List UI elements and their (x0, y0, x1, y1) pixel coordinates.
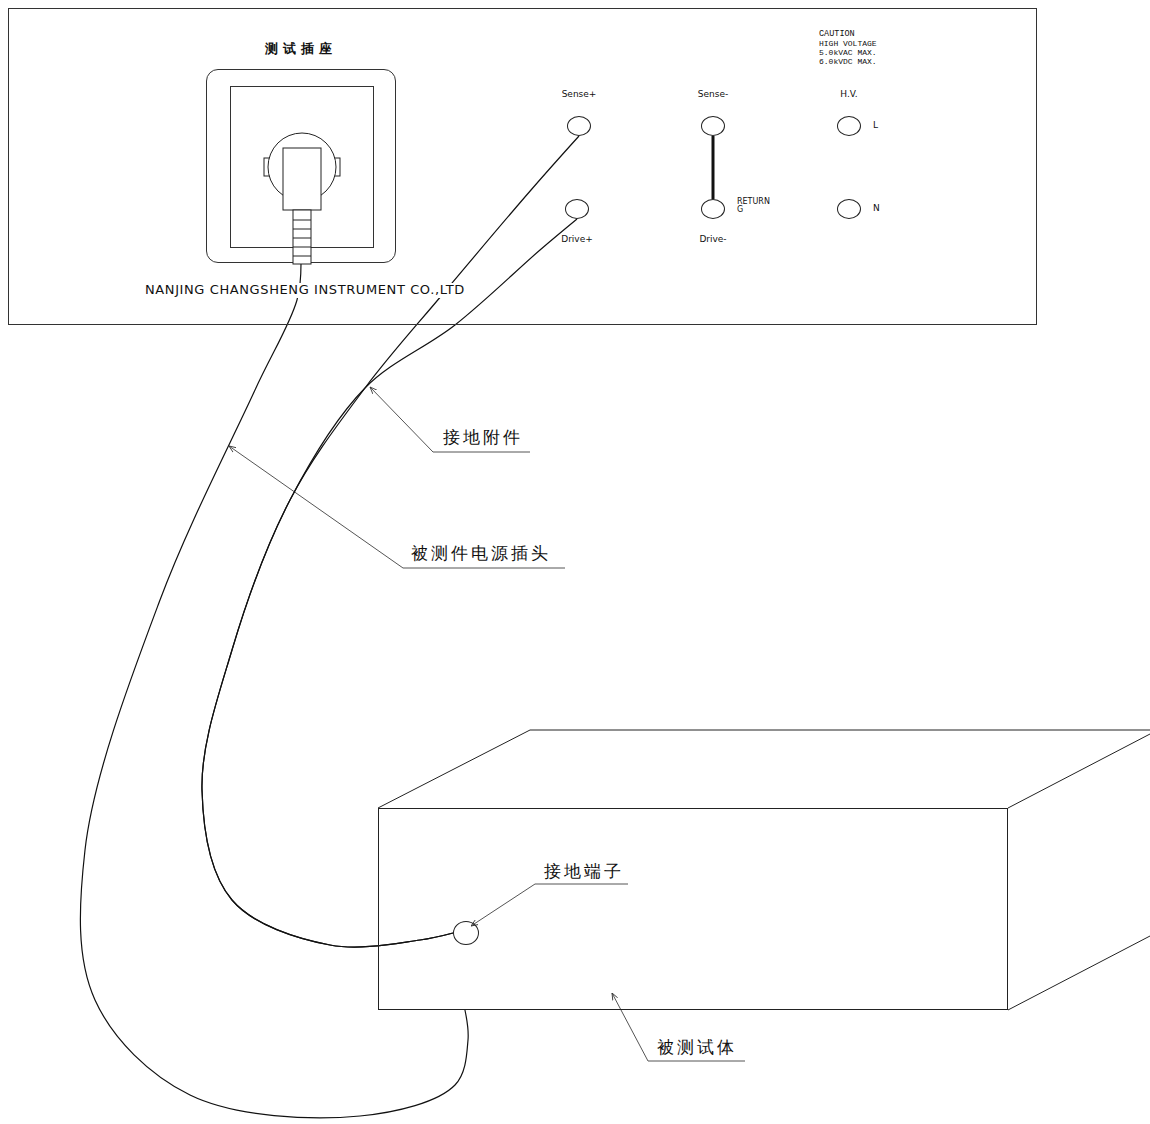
terminal-jack: Sense- (701, 116, 725, 136)
leader-line (612, 993, 745, 1061)
terminal-jack: Sense+ (567, 116, 591, 136)
part-name: 被测试体 (656, 1038, 738, 1058)
terminal-name: Drive- (698, 234, 727, 244)
part-name: 接地端子 (543, 862, 625, 882)
cable (202, 219, 577, 947)
cable (80, 263, 468, 1118)
terminal-name: Drive+ (560, 234, 594, 244)
cable (202, 136, 579, 947)
test-socket: 测试插座 (206, 69, 396, 263)
warning-text: CAUTION (818, 30, 856, 39)
terminal-jack: Drive+ (565, 199, 589, 219)
terminal-name: L (872, 120, 879, 130)
instrument-panel: 测试插座Sense+Drive+Sense-Drive-RETURN GH.V.… (8, 8, 1037, 325)
part-name: 被测件电源插头 (410, 544, 552, 563)
warning-text: HIGH VOLTAGE (818, 40, 878, 49)
terminal-name: Sense- (697, 89, 729, 99)
terminal-name: N (872, 203, 881, 213)
socket-title: 测试插座 (264, 42, 338, 57)
warning-text: 5.0kVAC MAX. (818, 49, 878, 58)
box-side-edge (1008, 734, 1150, 808)
terminal-name: RETURN G (736, 198, 774, 215)
terminal-jack: H.V.L (837, 116, 861, 136)
plug-rib (293, 256, 311, 257)
plug-rib (293, 238, 311, 239)
leader-line (471, 884, 628, 926)
device-under-test: 接地端子被测试体 (378, 808, 1008, 1010)
plug-cover (283, 148, 321, 210)
ground-terminal: 接地端子 (453, 921, 479, 945)
warning-text: 6.0kVDC MAX. (818, 58, 878, 67)
plug-rib (293, 247, 311, 248)
terminal-jack: N (837, 199, 861, 219)
plug-stem (293, 210, 311, 264)
plug-rib (293, 220, 311, 221)
jumper-link (712, 136, 715, 199)
leader-line (370, 387, 530, 452)
terminal-name: H.V. (839, 89, 858, 99)
plug-drawing (207, 70, 397, 264)
box-bottom-edge (1008, 936, 1150, 1010)
company-name: NANJING CHANGSHENG INSTRUMENT CO.,LTD (144, 283, 466, 298)
terminal-jack: Drive-RETURN G (701, 199, 725, 219)
terminal-name: Sense+ (561, 89, 598, 99)
box-back-edge (530, 730, 1150, 731)
box-top-edge (378, 730, 530, 808)
part-name: 接地附件 (442, 428, 524, 447)
plug-rib (293, 229, 311, 230)
leader-line (229, 446, 565, 568)
